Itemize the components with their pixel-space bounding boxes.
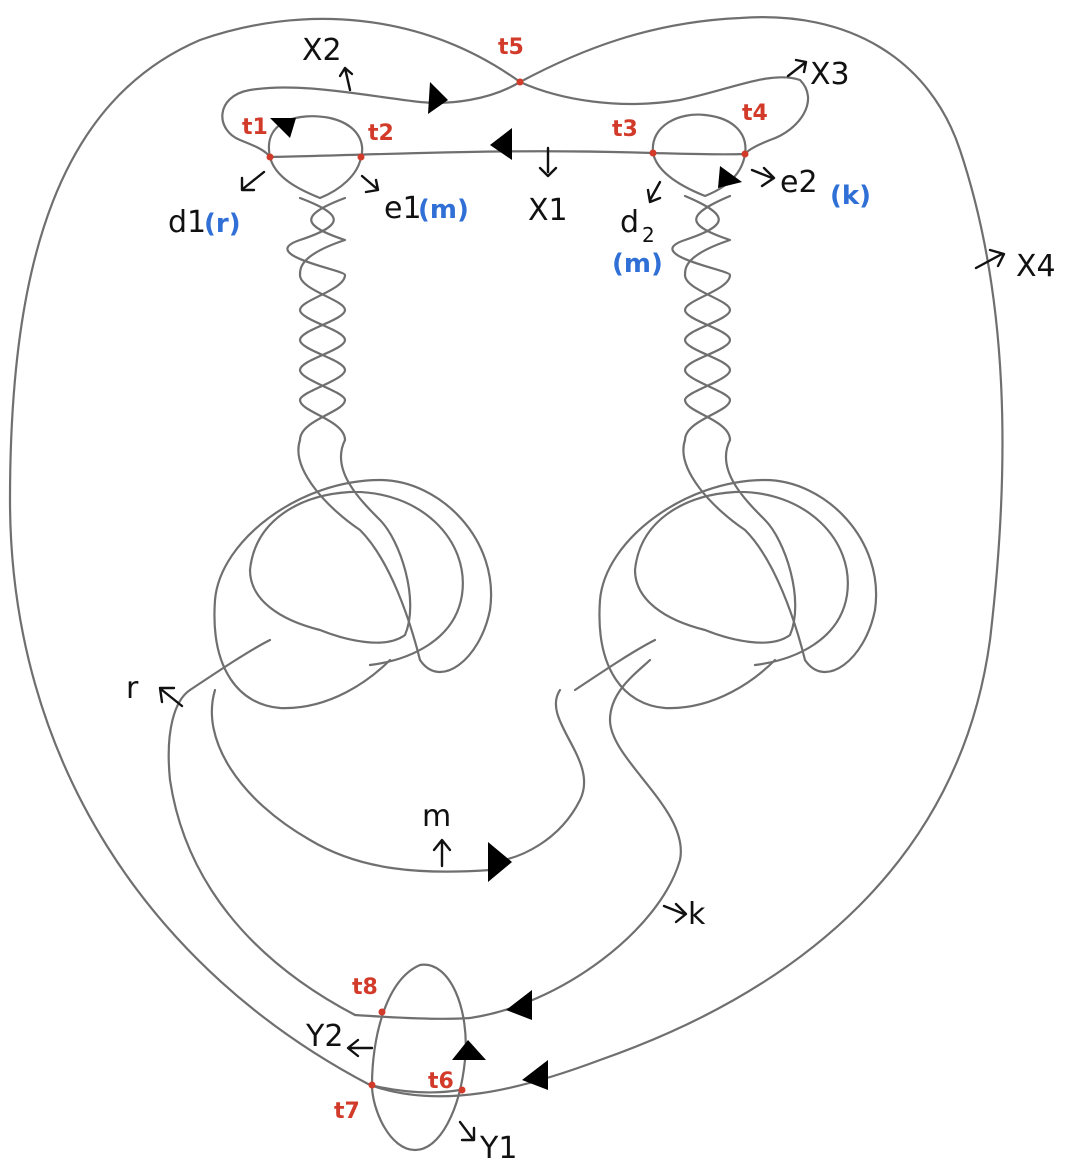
bottom-band-lower xyxy=(368,1083,462,1094)
label-y2: Y2 xyxy=(305,1019,343,1054)
point-t5 xyxy=(516,78,524,86)
label-e1-tag: (m) xyxy=(418,195,469,225)
right-clasp-inner xyxy=(633,438,849,667)
left-twist-a xyxy=(286,196,347,442)
arrow-e2 xyxy=(718,166,742,188)
k-strand-inner xyxy=(488,688,586,864)
arrow-x2 xyxy=(428,82,448,114)
label-t1: t1 xyxy=(242,115,268,140)
x3-band xyxy=(518,76,810,156)
label-e2-tag: (k) xyxy=(830,181,871,211)
k-strand-outer xyxy=(468,658,682,1020)
point-t7 xyxy=(368,1081,376,1089)
point-t3 xyxy=(649,149,657,157)
arrow-m xyxy=(488,842,512,882)
label-t4: t4 xyxy=(742,101,768,126)
bottom-loop xyxy=(370,963,467,1152)
x2-band xyxy=(221,80,522,159)
label-k: k xyxy=(688,897,706,932)
bottom-band-upper xyxy=(353,1013,472,1020)
tick-x2 xyxy=(338,66,354,92)
label-d2-sub: 2 xyxy=(642,223,655,247)
label-e1: e1 xyxy=(384,191,422,226)
point-t6 xyxy=(458,1086,466,1094)
tick-m xyxy=(432,838,452,868)
tick-x3 xyxy=(786,58,808,78)
label-d2: d xyxy=(620,205,639,240)
right-twist-b xyxy=(683,194,732,442)
generator-ticks xyxy=(158,58,1006,1142)
right-twist-a xyxy=(671,194,732,442)
tick-d2 xyxy=(646,180,662,204)
arrow-outer xyxy=(522,1060,548,1090)
label-x3: X3 xyxy=(810,57,850,92)
point-t4 xyxy=(741,150,749,158)
tick-d1 xyxy=(240,170,266,192)
right-clasp-outer xyxy=(598,438,878,710)
label-t3: t3 xyxy=(612,117,638,142)
right-clasp-tail xyxy=(573,638,657,692)
label-y1: Y1 xyxy=(479,1131,517,1166)
label-d1-tag: (r) xyxy=(204,209,241,239)
left-clasp-tail xyxy=(188,638,272,692)
base-points xyxy=(266,78,749,1094)
label-t2: t2 xyxy=(368,121,394,146)
tick-r xyxy=(158,686,184,708)
tick-k xyxy=(662,902,688,924)
label-t7: t7 xyxy=(334,1099,360,1124)
label-d2-tag: (m) xyxy=(612,249,663,279)
point-t2 xyxy=(357,153,365,161)
tick-y1 xyxy=(458,1120,476,1142)
orientation-arrows xyxy=(270,82,742,1090)
left-twist-b xyxy=(298,196,347,442)
label-d1: d1 xyxy=(168,205,206,240)
label-m: m xyxy=(422,799,451,834)
label-t8: t8 xyxy=(352,975,378,1000)
arrow-x1 xyxy=(490,128,512,160)
point-t8 xyxy=(378,1008,386,1016)
outer-loop-outer-edge xyxy=(8,16,1004,1098)
tick-e2 xyxy=(750,166,776,188)
label-e2: e2 xyxy=(780,165,818,200)
label-t6: t6 xyxy=(428,1069,454,1094)
arrow-t1 xyxy=(270,118,296,138)
tick-y2 xyxy=(346,1038,374,1058)
arrow-k xyxy=(506,990,532,1020)
tick-x4 xyxy=(974,248,1006,270)
point-t1 xyxy=(266,153,274,161)
left-clasp-inner xyxy=(248,438,464,667)
x1-arc xyxy=(268,150,747,159)
label-x4: X4 xyxy=(1016,249,1056,284)
label-x2: X2 xyxy=(302,33,342,68)
tick-e1 xyxy=(360,174,380,194)
tick-x1 xyxy=(538,146,558,178)
arrow-t6 xyxy=(452,1040,486,1060)
label-t5: t5 xyxy=(498,35,524,60)
label-r: r xyxy=(126,671,139,706)
left-clasp-tail-2 xyxy=(210,688,492,873)
left-clasp-outer xyxy=(213,438,493,710)
label-x1: X1 xyxy=(528,193,568,228)
outer-loop-inner-edge xyxy=(167,688,357,1017)
